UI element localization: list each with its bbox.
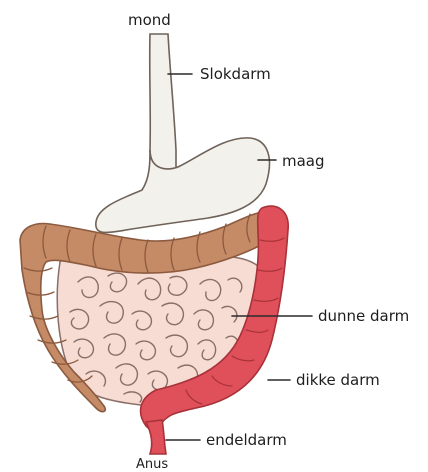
label-rectum: endeldarm — [206, 431, 287, 449]
label-large-intestine: dikke darm — [296, 371, 380, 389]
esophagus — [150, 34, 176, 169]
label-esophagus: Slokdarm — [200, 65, 271, 83]
label-mouth: mond — [128, 11, 171, 29]
label-small-intestine: dunne darm — [318, 307, 409, 325]
rectum — [146, 420, 166, 454]
label-stomach: maag — [282, 152, 325, 170]
label-anus: Anus — [136, 457, 168, 472]
